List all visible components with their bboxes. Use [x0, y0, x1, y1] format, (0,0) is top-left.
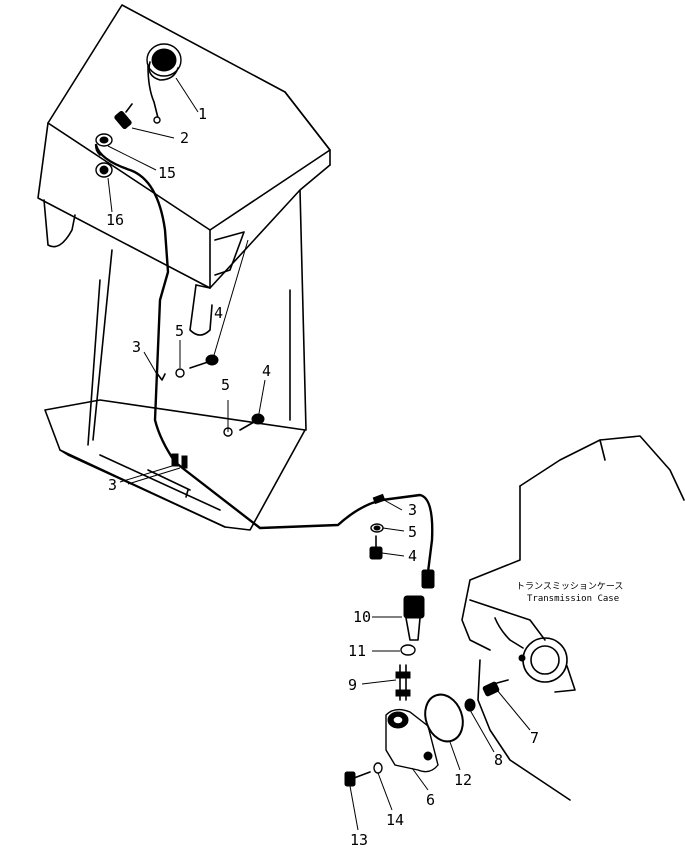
callout-10: 10 [353, 608, 371, 626]
column-body [44, 249, 306, 531]
callout-14: 14 [386, 811, 404, 829]
adaptor-case [385, 708, 439, 773]
fitting [482, 679, 509, 697]
callout-5c: 5 [408, 523, 417, 541]
console-cover [37, 4, 331, 431]
clamp [95, 162, 113, 178]
callout-16: 16 [106, 211, 124, 229]
callout-5b: 5 [221, 376, 230, 394]
callout-13: 13 [350, 831, 368, 848]
callout-12: 12 [454, 771, 472, 789]
callout-1: 1 [198, 105, 207, 123]
leader-lines [107, 77, 531, 831]
callout-4c: 4 [408, 547, 417, 565]
wire-connector [114, 103, 133, 130]
meter-cable [94, 143, 434, 574]
driven-gear-shaft [395, 664, 411, 701]
o-ring-large [424, 693, 464, 743]
callout-2: 2 [180, 129, 189, 147]
callout-11: 11 [348, 642, 366, 660]
callout-7: 7 [530, 729, 539, 747]
case-label-jp: トランスミッションケース [516, 581, 623, 592]
transmission-case [461, 435, 685, 801]
sleeve [403, 595, 425, 641]
callout-6: 6 [426, 791, 435, 809]
callout-8: 8 [494, 751, 503, 769]
bolt [344, 771, 371, 787]
callout-5a: 5 [175, 322, 184, 340]
cable-clip [155, 371, 386, 505]
washer [373, 762, 383, 774]
washer [175, 368, 185, 378]
o-ring-small [400, 644, 416, 656]
grommet [95, 133, 113, 147]
callout-3b: 3 [108, 476, 117, 494]
callout-15: 15 [158, 164, 176, 182]
callout-numbers: 1 2 15 16 4 5 3 5 4 3 3 5 4 10 11 9 7 8 … [106, 105, 539, 848]
case-label-en: Transmission Case [527, 594, 619, 604]
case-label: トランスミッションケース Transmission Case [516, 581, 623, 604]
callout-4a: 4 [214, 304, 223, 322]
gauge-meter [146, 43, 182, 124]
bolt [189, 354, 219, 369]
callout-9: 9 [348, 676, 357, 694]
bolt [369, 535, 383, 560]
callout-3a: 3 [132, 338, 141, 356]
cable-end-fitting [421, 569, 435, 589]
washer [370, 523, 384, 533]
callout-3c: 3 [408, 501, 417, 519]
callout-4b: 4 [262, 362, 271, 380]
plug [464, 698, 476, 712]
